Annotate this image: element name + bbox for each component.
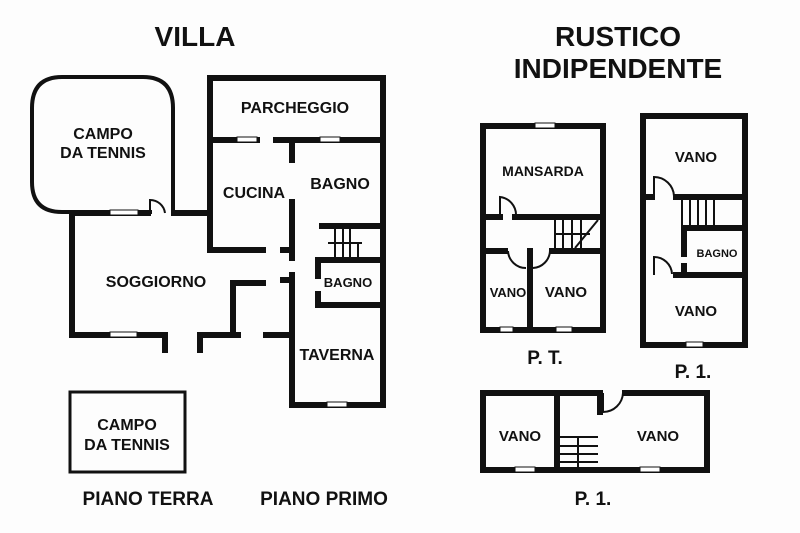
stairs-icon	[681, 200, 715, 226]
room-cucina: CUCINA	[223, 185, 286, 202]
window	[514, 466, 536, 473]
caption-p1-bottom: P. 1.	[575, 489, 612, 510]
rustico-p1b-walls	[480, 390, 710, 473]
villa-labels: CAMPO DA TENNIS PARCHEGGIO CUCINA BAGNO …	[60, 100, 388, 510]
room-bagno: BAGNO	[697, 248, 738, 260]
stairs-icon	[554, 219, 599, 249]
stairs-icon	[328, 228, 362, 258]
room-vano: VANO	[545, 284, 588, 301]
wall	[315, 223, 381, 308]
rustico-title-line1: RUSTICO	[555, 21, 681, 52]
room-parcheggio: PARCHEGGIO	[241, 100, 349, 117]
room-vano: VANO	[490, 285, 527, 300]
room-campo-tennis-2: CAMPO	[97, 417, 157, 434]
wall	[207, 75, 386, 408]
window	[236, 136, 258, 143]
room-vano: VANO	[675, 303, 718, 320]
villa-title: VILLA	[155, 21, 236, 52]
door-swing-icon	[653, 175, 675, 275]
wall	[554, 390, 603, 473]
window	[534, 122, 556, 129]
window	[319, 136, 341, 143]
door-swing-icon	[507, 250, 551, 270]
wall	[280, 137, 295, 261]
wall	[640, 194, 748, 278]
rustico-p1-walls	[640, 113, 748, 348]
villa-walls	[30, 75, 386, 474]
room-vano: VANO	[499, 428, 542, 445]
room-vano: VANO	[637, 428, 680, 445]
caption-p1: P. 1.	[675, 362, 712, 383]
room-vano: VANO	[675, 149, 718, 166]
wall	[197, 280, 295, 353]
wall	[207, 75, 266, 253]
rustico-title-line2: INDIPENDENTE	[514, 53, 722, 84]
window	[499, 326, 514, 333]
room-bagno-small: BAGNO	[324, 275, 372, 290]
window	[685, 341, 704, 348]
room-mansarda: MANSARDA	[502, 163, 584, 179]
wall	[480, 214, 603, 333]
rustico-pt-walls	[480, 122, 606, 333]
room-soggiorno: SOGGIORNO	[106, 274, 206, 291]
window	[109, 209, 139, 216]
caption-pt: P. T.	[527, 348, 563, 369]
window	[555, 326, 573, 333]
room-taverna: TAVERNA	[300, 347, 375, 364]
door-swing-icon	[602, 392, 624, 414]
room-campo-tennis: DA TENNIS	[60, 145, 146, 162]
caption-piano-terra: PIANO TERRA	[83, 489, 214, 510]
window	[109, 331, 138, 338]
tennis-court-outline	[30, 75, 175, 215]
room-campo-tennis-2: DA TENNIS	[84, 437, 170, 454]
room-campo-tennis: CAMPO	[73, 126, 133, 143]
caption-piano-primo: PIANO PRIMO	[260, 489, 388, 510]
window	[639, 466, 661, 473]
window	[326, 401, 348, 408]
door-swing-icon	[149, 198, 166, 214]
room-bagno: BAGNO	[310, 176, 370, 193]
tennis-court-2-outline	[68, 390, 187, 474]
stairs-icon	[560, 436, 598, 468]
wall	[480, 390, 710, 473]
door-swing-icon	[499, 195, 518, 217]
